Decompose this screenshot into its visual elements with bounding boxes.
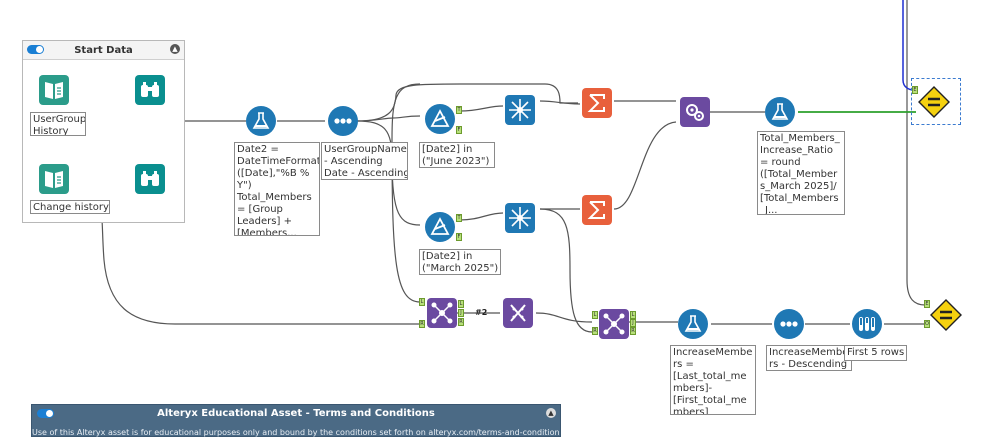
wire-summarize2-append	[613, 121, 677, 210]
wire-crosstab2-append	[539, 208, 593, 333]
sample-annotation: First 5 rows	[844, 345, 908, 361]
output-anchor[interactable]: O	[924, 320, 930, 328]
browse-icon[interactable]	[135, 164, 165, 194]
right-anchor[interactable]: R	[419, 320, 425, 328]
formula-icon[interactable]	[765, 97, 795, 127]
selection-box	[911, 78, 961, 125]
crosstab-icon[interactable]	[505, 203, 535, 233]
true-anchor[interactable]: T	[456, 214, 462, 222]
summarize-icon[interactable]	[582, 88, 612, 118]
left-anchor[interactable]: L	[592, 311, 598, 319]
sample-icon[interactable]	[852, 309, 882, 339]
terms-container[interactable]: Alteryx Educational Asset - Terms and Co…	[31, 404, 561, 437]
summarize-icon[interactable]	[582, 195, 612, 225]
wire-crosstab1-summarize1	[539, 100, 581, 105]
input1-annotation: UserGroup History	[30, 112, 86, 136]
terms-body: Use of this Alteryx asset is for educati…	[32, 428, 560, 437]
formula2-annotation: Total_Members_ Increase_Ratio = round ([…	[757, 131, 845, 215]
container-toggle-icon[interactable]	[37, 409, 54, 418]
wire-right-test2	[906, 0, 926, 306]
append-fields-icon[interactable]	[680, 97, 710, 127]
test-icon[interactable]	[930, 299, 962, 331]
join-output-anchor[interactable]: J	[630, 319, 636, 327]
container-title: Start Data	[74, 44, 133, 56]
wire-transpose-append2	[535, 312, 593, 323]
wire-blue-test1	[902, 0, 915, 91]
start-data-header[interactable]: Start Data ▲	[23, 41, 184, 60]
input2-annotation: Change history	[30, 200, 110, 214]
sort-icon[interactable]	[774, 309, 804, 339]
wire-filter2-crosstab2	[459, 212, 504, 221]
right-output-anchor[interactable]: R	[458, 318, 464, 326]
sort-icon[interactable]	[328, 106, 358, 136]
wire-filter1-crosstab1	[459, 105, 504, 112]
collapse-icon[interactable]: ▲	[546, 408, 556, 418]
filter1-annotation: [Date2] in ("June 2023")	[419, 142, 495, 168]
formula1-annotation: Date2 = DateTimeFormat ([Date],"%B % Y")…	[234, 142, 320, 236]
transpose-icon[interactable]	[503, 298, 533, 328]
test-icon[interactable]	[918, 86, 950, 118]
false-anchor[interactable]: F	[456, 233, 462, 241]
left-output-anchor[interactable]: L	[458, 300, 464, 308]
error-anchor[interactable]: E	[912, 86, 918, 94]
terms-title: Alteryx Educational Asset - Terms and Co…	[157, 408, 435, 419]
formula-icon[interactable]	[246, 106, 276, 136]
true-anchor[interactable]: T	[456, 106, 462, 114]
collapse-icon[interactable]: ▲	[170, 44, 180, 54]
join-icon[interactable]	[599, 309, 629, 339]
wire-sort1-multijoin	[356, 83, 578, 122]
multi-join-icon[interactable]	[427, 298, 457, 328]
join-output-anchor[interactable]: J	[458, 309, 464, 317]
container-toggle-icon[interactable]	[27, 45, 44, 54]
right-output-anchor[interactable]: R	[630, 327, 636, 335]
error-anchor[interactable]: E	[924, 300, 930, 308]
input-data-icon[interactable]	[39, 164, 69, 194]
formula-icon[interactable]	[678, 309, 708, 339]
filter2-annotation: [Date2] in ("March 2025")	[419, 249, 501, 275]
browse-icon[interactable]	[135, 75, 165, 105]
connection-label: #2	[475, 308, 488, 317]
terms-header[interactable]: Alteryx Educational Asset - Terms and Co…	[32, 405, 560, 422]
crosstab-icon[interactable]	[505, 95, 535, 125]
filter-icon[interactable]	[425, 212, 455, 242]
formula3-annotation: IncreaseMembe rs = [Last_total_me mbers]…	[670, 345, 756, 415]
filter-icon[interactable]	[425, 104, 455, 134]
sort2-annotation: IncreaseMembe rs - Descending	[766, 345, 852, 371]
sort1-annotation: UserGroupName - Ascending Date - Ascendi…	[321, 142, 408, 180]
left-anchor[interactable]: L	[419, 298, 425, 306]
left-output-anchor[interactable]: L	[630, 311, 636, 319]
input-data-icon[interactable]	[39, 75, 69, 105]
false-anchor[interactable]: F	[456, 126, 462, 134]
right-anchor[interactable]: R	[592, 327, 598, 335]
